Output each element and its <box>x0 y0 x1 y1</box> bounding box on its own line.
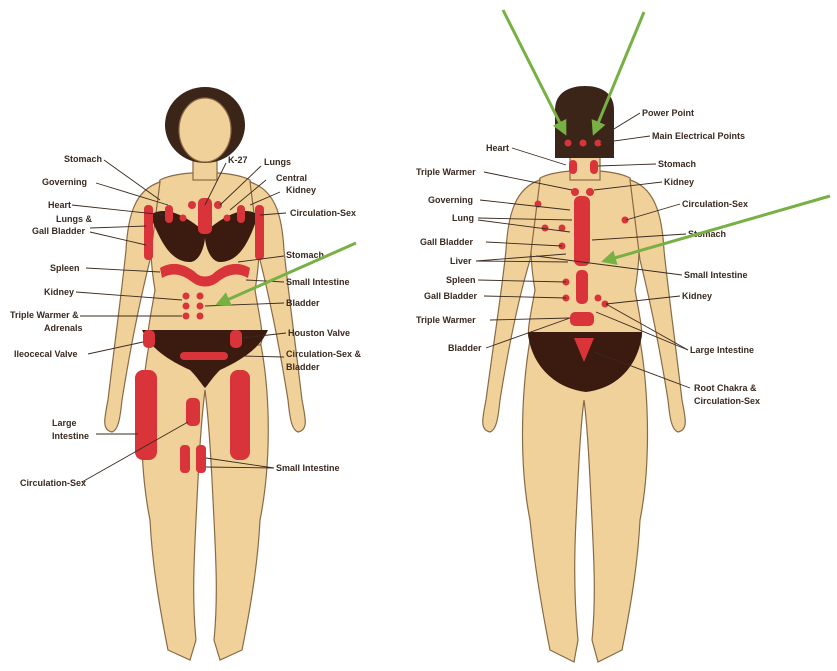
front-point-left-thigh <box>135 370 157 460</box>
label-front-circ-sex: Circulation-Sex <box>290 208 356 218</box>
label-back-large-intestine: Large Intestine <box>690 345 754 355</box>
front-point-right-chest <box>255 205 264 260</box>
front-point-sternum <box>198 198 212 234</box>
label-back-stomach: Stomach <box>658 159 696 169</box>
label-back-gall-bladder2: Gall Bladder <box>424 291 478 301</box>
label-front-lungs: Lungs <box>264 157 291 167</box>
label-front-triple-warmer-2: Adrenals <box>44 323 83 333</box>
back-hair <box>555 86 614 158</box>
label-back-kidney2: Kidney <box>682 291 712 301</box>
front-point-inner-thigh <box>180 445 190 473</box>
label-front-small-intestine-2: Small Intestine <box>276 463 340 473</box>
back-figure: Power Point Main Electrical Points Heart… <box>416 86 760 662</box>
back-point-power <box>580 140 587 147</box>
back-point-electrical <box>565 140 572 147</box>
front-point <box>180 215 187 222</box>
label-front-bladder: Bladder <box>286 298 320 308</box>
label-front-k27: K-27 <box>228 155 248 165</box>
back-point <box>571 188 579 196</box>
label-front-kidney-top: Kidney <box>286 185 316 195</box>
front-face <box>179 98 231 162</box>
label-back-liver: Liver <box>450 256 472 266</box>
front-figure: Stomach Governing Heart Lungs & Gall Bla… <box>10 87 362 660</box>
front-point <box>188 201 196 209</box>
front-point <box>183 303 190 310</box>
label-back-small-intestine: Small Intestine <box>684 270 748 280</box>
front-point-inner-thigh <box>196 445 206 473</box>
back-point-spine <box>574 196 590 266</box>
front-point-pubic <box>180 352 228 360</box>
front-point <box>197 303 204 310</box>
back-point-sacrum <box>570 312 594 326</box>
label-front-ileocecal-valve: Ileocecal Valve <box>14 349 78 359</box>
label-back-circ-sex: Circulation-Sex <box>682 199 748 209</box>
label-back-triple-warmer: Triple Warmer <box>416 167 476 177</box>
back-point-lower-spine <box>576 270 588 304</box>
front-point-right-thigh <box>230 370 250 460</box>
label-front-lungs-gall-1: Lungs & <box>56 214 92 224</box>
label-front-kidney: Kidney <box>44 287 74 297</box>
label-front-stomach: Stomach <box>64 154 102 164</box>
label-front-heart: Heart <box>48 200 71 210</box>
label-back-kidney: Kidney <box>664 177 694 187</box>
label-back-triple-warmer2: Triple Warmer <box>416 315 476 325</box>
arrow-back-head-left <box>503 10 565 133</box>
label-front-small-intestine: Small Intestine <box>286 277 350 287</box>
label-back-root-chakra-2: Circulation-Sex <box>694 396 760 406</box>
label-back-spleen: Spleen <box>446 275 476 285</box>
label-front-large-intestine-1: Large <box>52 418 77 428</box>
front-point <box>237 205 245 223</box>
label-front-triple-warmer-1: Triple Warmer & <box>10 310 79 320</box>
front-point <box>224 215 231 222</box>
label-front-circ-sex-bladder-2: Bladder <box>286 362 320 372</box>
front-point-houston <box>230 330 242 348</box>
back-point <box>595 295 602 302</box>
label-front-lungs-gall-2: Gall Bladder <box>32 226 86 236</box>
front-point-ileocecal <box>143 330 155 348</box>
front-point <box>183 293 190 300</box>
label-back-bladder: Bladder <box>448 343 482 353</box>
front-point <box>197 313 204 320</box>
label-front-circ-sex-2: Circulation-Sex <box>20 478 86 488</box>
label-back-governing: Governing <box>428 195 473 205</box>
label-back-power-point: Power Point <box>642 108 694 118</box>
back-point <box>590 160 598 174</box>
label-front-central: Central <box>276 173 307 183</box>
label-front-large-intestine-2: Intestine <box>52 431 89 441</box>
label-front-spleen: Spleen <box>50 263 80 273</box>
front-point-inner-thigh <box>186 398 200 426</box>
label-front-governing: Governing <box>42 177 87 187</box>
label-front-circ-sex-bladder-1: Circulation-Sex & <box>286 349 362 359</box>
label-back-heart: Heart <box>486 143 509 153</box>
back-point <box>586 188 594 196</box>
front-point <box>165 205 173 223</box>
label-back-gall-bladder: Gall Bladder <box>420 237 474 247</box>
label-back-root-chakra-1: Root Chakra & <box>694 383 757 393</box>
front-point <box>183 313 190 320</box>
label-back-lung: Lung <box>452 213 474 223</box>
front-point <box>197 293 204 300</box>
back-point <box>569 160 577 174</box>
label-back-main-electrical: Main Electrical Points <box>652 131 745 141</box>
front-point <box>214 201 222 209</box>
label-front-houston-valve: Houston Valve <box>288 328 350 338</box>
